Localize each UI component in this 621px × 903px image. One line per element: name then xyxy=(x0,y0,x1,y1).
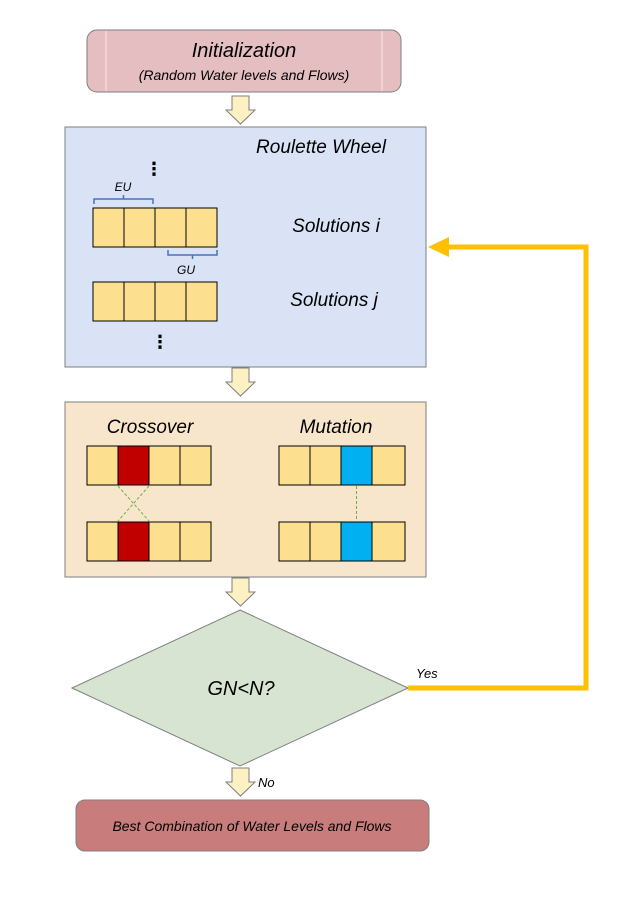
mutation-chromosome-bottom xyxy=(278,521,406,562)
decision-diamond: GN<N? xyxy=(70,609,410,767)
crossover-chromosome-top xyxy=(86,445,212,486)
initialization-subtitle: (Random Water levels and Flows) xyxy=(139,67,350,83)
crossover-link-1 xyxy=(117,485,150,522)
result-box: Best Combination of Water Levels and Flo… xyxy=(75,799,430,852)
decision-label: GN<N? xyxy=(207,678,275,700)
result-label: Best Combination of Water Levels and Flo… xyxy=(112,818,391,834)
down-arrow-3 xyxy=(224,577,257,607)
crossover-chromosome-bottom xyxy=(86,521,212,562)
initialization-title: Initialization xyxy=(192,40,297,62)
roulette-wheel-title: Roulette Wheel xyxy=(256,137,387,158)
no-label: No xyxy=(258,775,275,790)
crossover-link-2 xyxy=(117,485,150,522)
gu-bracket xyxy=(167,250,218,259)
genetic-operators-box: Crossover Mutation xyxy=(64,401,427,578)
yes-label: Yes xyxy=(416,666,438,681)
gu-label: GU xyxy=(177,263,195,277)
eu-bracket xyxy=(93,195,154,204)
down-arrow-1 xyxy=(224,95,257,125)
initialization-box: Initialization (Random Water levels and … xyxy=(86,29,402,93)
eu-label: EU xyxy=(115,180,132,194)
solutions-i-label: Solutions i xyxy=(292,216,380,237)
down-arrow-4 xyxy=(224,767,257,797)
yes-loop-arrow xyxy=(408,237,589,691)
mutation-chromosome-top xyxy=(278,445,406,486)
mutation-label: Mutation xyxy=(300,417,373,438)
chromosome-solution-i xyxy=(92,207,218,248)
solutions-j-label: Solutions j xyxy=(290,290,378,311)
ellipsis-bottom: ⋮ xyxy=(151,332,169,352)
down-arrow-2 xyxy=(224,367,257,397)
ellipsis-top: ⋮ xyxy=(145,159,163,179)
chromosome-solution-j xyxy=(92,281,218,322)
roulette-wheel-box: Roulette Wheel ⋮ EU GU Solutions i Solut… xyxy=(64,126,427,368)
crossover-label: Crossover xyxy=(107,417,194,438)
